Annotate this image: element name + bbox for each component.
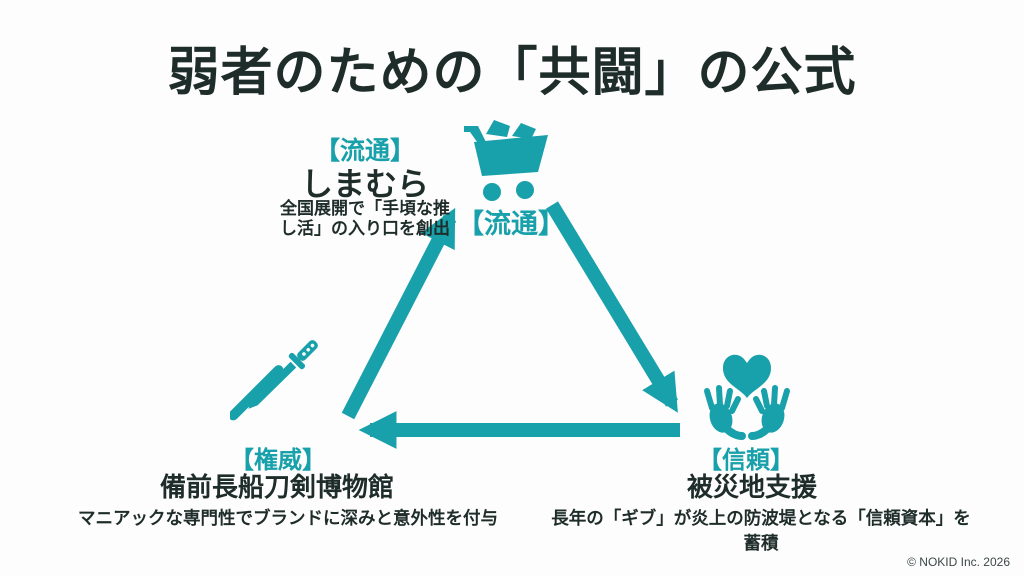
distribution-tag: 【流通】 <box>314 137 415 165</box>
trust-name: 被災地支援 <box>686 472 817 502</box>
distribution-name: しまむら <box>300 166 429 202</box>
authority-tag: 【権威】 <box>230 447 326 474</box>
distribution-desc: 全国展開で「手頃な推 し活」の入り口を創出 <box>255 199 475 239</box>
triangle-top-tag: 【流通】 <box>457 209 565 239</box>
authority-desc: マニアックな専門性でブランドに深みと意外性を付与 <box>78 508 498 528</box>
slide-title: 弱者のための「共闘」の公式 <box>167 44 857 102</box>
distribution-desc-line2: し活」の入り口を創出 <box>280 219 450 238</box>
arrow-authority-to-distribution <box>341 207 457 420</box>
hands-holding-heart-icon <box>704 354 790 440</box>
authority-name: 備前長船刀剣博物館 <box>159 472 394 502</box>
distribution-desc-line1: 全国展開で「手頃な推 <box>280 199 450 218</box>
copyright-text: © NOKID Inc. 2026 <box>907 555 1010 569</box>
trust-desc: 長年の「ギブ」が炎上の防波堤となる「信頼資本」を蓄積 <box>551 508 971 553</box>
trust-tag: 【信頼】 <box>698 447 794 474</box>
shopping-cart-icon <box>464 120 548 201</box>
katana-sword-icon <box>230 340 318 421</box>
arrow-distribution-to-trust <box>546 201 678 413</box>
